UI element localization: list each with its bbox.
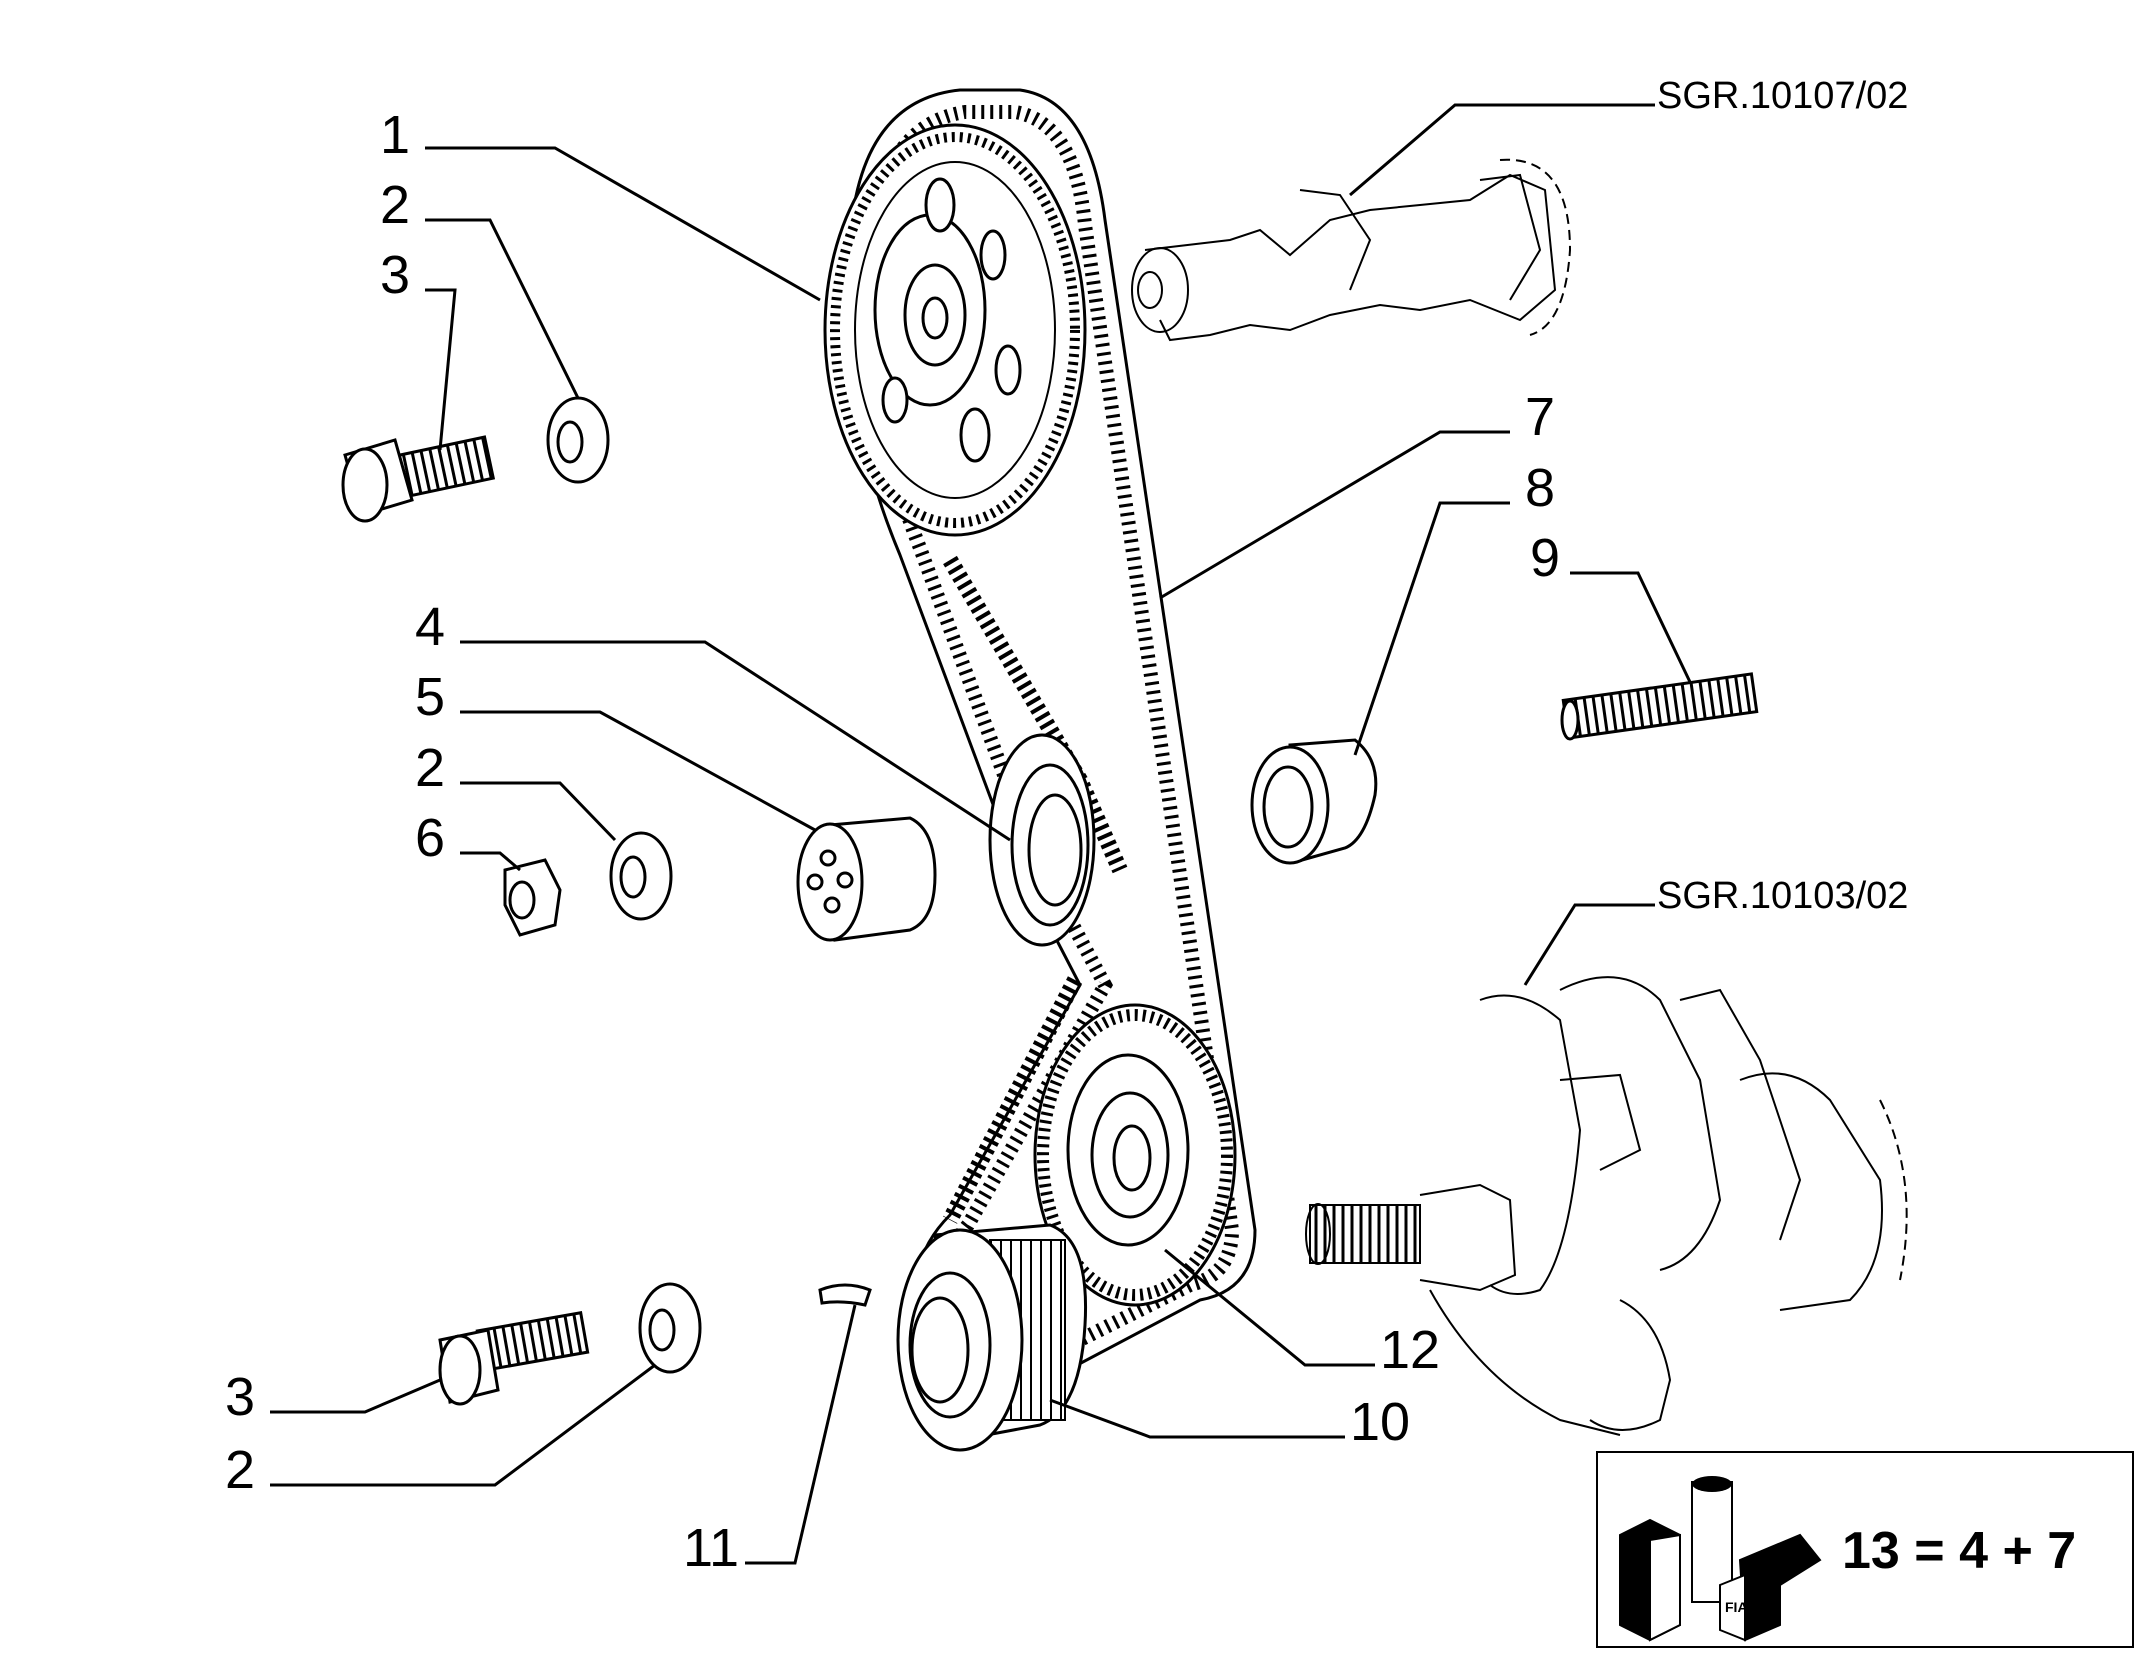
kit-icon: FIAT: [1619, 1476, 1822, 1642]
kit-formula: 13 = 4 + 7: [1842, 1522, 2076, 1580]
callout-3-lower: 3: [225, 1367, 255, 1427]
callout-2-upper: 2: [380, 175, 410, 235]
crankshaft-reference-label: SGR.10103/02: [1657, 875, 1908, 917]
tensioner-bushing: [796, 816, 937, 942]
callout-2-middle: 2: [415, 738, 445, 798]
kit-box: FIAT 13 = 4 + 7: [1596, 1451, 2134, 1648]
callout-8: 8: [1525, 458, 1555, 518]
callout-12: 12: [1380, 1320, 1440, 1380]
callout-labels: 1 2 3 4 5 2 6 7 8 9 12 10 3 2 11 SGR.101…: [225, 75, 1908, 1578]
idler-pulley: [1033, 1003, 1237, 1307]
callout-5: 5: [415, 667, 445, 727]
callout-6: 6: [415, 808, 445, 868]
washer-middle: [609, 831, 673, 921]
bolt-upper: [341, 435, 496, 523]
callout-3-upper: 3: [380, 245, 410, 305]
callout-2-lower: 2: [225, 1440, 255, 1500]
callout-11: 11: [683, 1518, 739, 1578]
callout-9: 9: [1530, 528, 1560, 588]
camshaft-reference-sketch: [1131, 158, 1572, 342]
leader-lines: [270, 103, 1692, 1565]
tensioner-bearing: [988, 733, 1096, 947]
bolt-lower: [438, 1311, 590, 1406]
crankshaft-reference-sketch: [1305, 976, 1908, 1436]
nut: [503, 858, 562, 937]
callout-4: 4: [415, 597, 445, 657]
callout-7: 7: [1525, 387, 1555, 447]
spacer: [1250, 738, 1378, 865]
callout-10: 10: [1350, 1392, 1410, 1452]
kit-brand-label: FIAT: [1725, 1599, 1756, 1615]
camshaft-reference-label: SGR.10107/02: [1657, 75, 1908, 117]
camshaft-pulley: [823, 123, 1087, 537]
washer-lower: [638, 1282, 702, 1374]
stud: [1560, 672, 1759, 741]
callout-1: 1: [380, 105, 410, 165]
washer-upper: [546, 396, 610, 484]
crankshaft-pulley: [896, 1223, 1088, 1452]
woodruff-key: [818, 1283, 872, 1307]
